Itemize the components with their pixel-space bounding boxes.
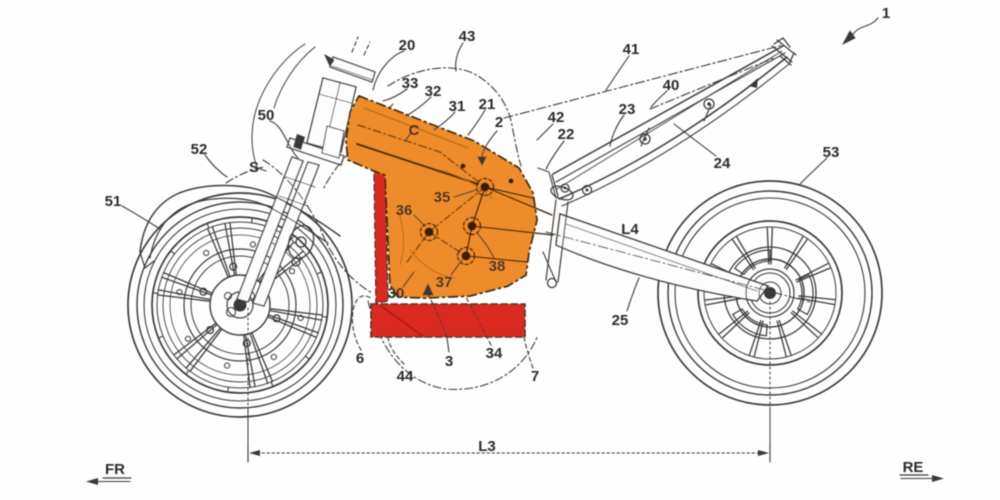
svg-text:S: S xyxy=(249,159,259,176)
svg-text:22: 22 xyxy=(558,126,575,143)
svg-text:52: 52 xyxy=(191,141,208,158)
svg-text:43: 43 xyxy=(459,28,476,45)
svg-text:51: 51 xyxy=(105,193,122,210)
svg-text:41: 41 xyxy=(623,41,640,58)
svg-text:2: 2 xyxy=(495,114,503,131)
svg-text:1: 1 xyxy=(882,5,890,22)
svg-text:FR: FR xyxy=(105,461,125,478)
svg-text:35: 35 xyxy=(434,189,451,206)
svg-text:32: 32 xyxy=(425,83,442,100)
svg-text:50: 50 xyxy=(258,107,275,124)
svg-text:24: 24 xyxy=(714,155,731,172)
svg-text:37: 37 xyxy=(436,274,453,291)
svg-text:30: 30 xyxy=(388,285,405,302)
svg-text:C: C xyxy=(409,122,420,139)
svg-text:40: 40 xyxy=(663,77,680,94)
svg-text:RE: RE xyxy=(903,459,924,476)
svg-text:31: 31 xyxy=(449,98,466,115)
svg-text:20: 20 xyxy=(399,37,416,54)
svg-text:3: 3 xyxy=(445,353,453,370)
svg-text:7: 7 xyxy=(531,368,539,385)
svg-text:53: 53 xyxy=(823,144,840,161)
svg-text:34: 34 xyxy=(486,345,503,362)
svg-text:44: 44 xyxy=(397,368,414,385)
svg-text:42: 42 xyxy=(548,109,565,126)
svg-text:21: 21 xyxy=(479,96,496,113)
svg-text:6: 6 xyxy=(356,350,364,367)
svg-text:L3: L3 xyxy=(478,438,496,455)
svg-text:38: 38 xyxy=(489,258,506,275)
svg-text:23: 23 xyxy=(619,101,636,118)
svg-text:L4: L4 xyxy=(621,221,639,238)
svg-text:33: 33 xyxy=(402,75,419,92)
svg-text:25: 25 xyxy=(612,312,629,329)
svg-text:36: 36 xyxy=(396,202,413,219)
